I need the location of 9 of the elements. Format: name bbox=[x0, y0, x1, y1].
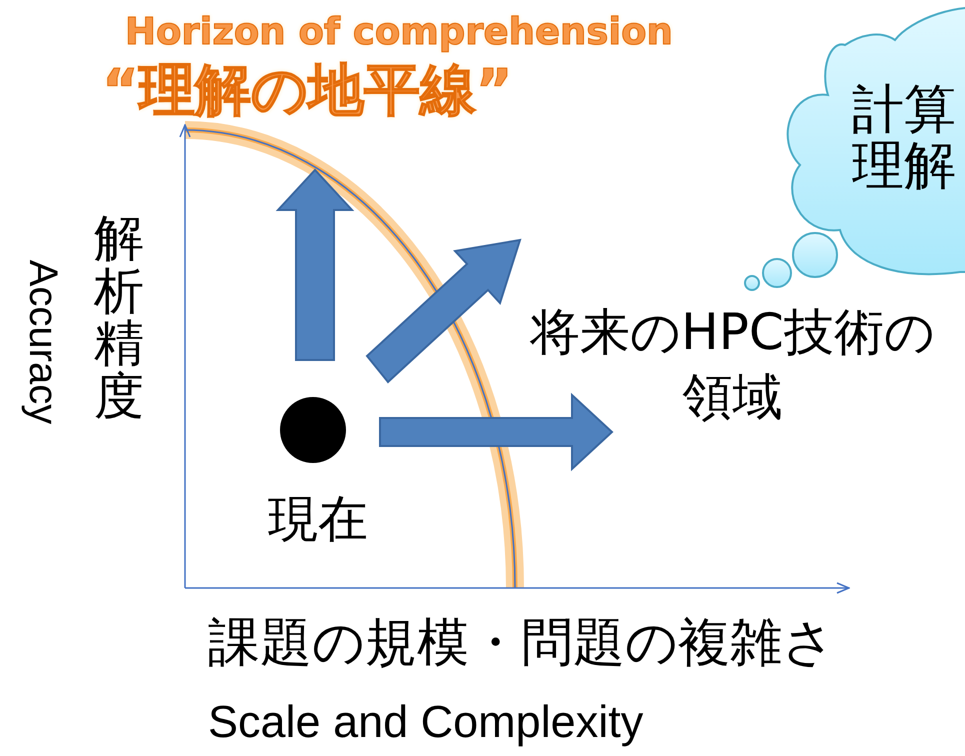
axis-label: 解析精度 bbox=[94, 212, 145, 422]
dot bbox=[280, 397, 346, 463]
axis-label: Accuracy bbox=[21, 258, 65, 426]
axis-label: Scale and Complexity bbox=[208, 697, 644, 746]
dot-label: 現在 bbox=[268, 492, 368, 547]
region-text: 将来のHPC技術の領域 bbox=[528, 302, 936, 428]
subtitle-text: “理解の地平線” bbox=[102, 60, 513, 122]
title-text: Horizon of comprehension bbox=[125, 12, 673, 53]
axis-label: 課題の規模・問題の複雑さ bbox=[208, 615, 835, 672]
